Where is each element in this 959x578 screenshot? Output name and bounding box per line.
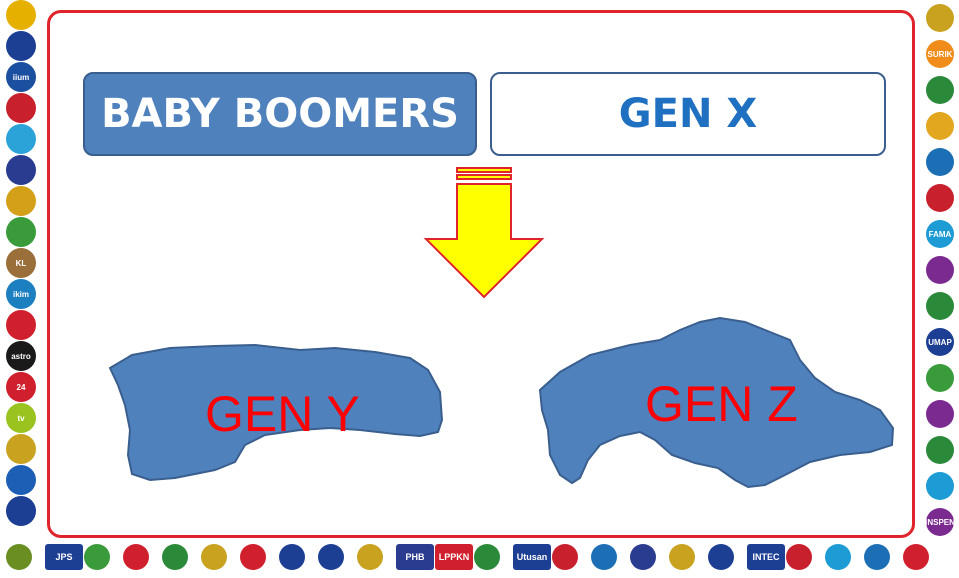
badge-logo — [926, 400, 954, 428]
mapim-logo — [926, 184, 954, 212]
lhdn-logo — [708, 544, 734, 570]
shield-bottom-logo — [669, 544, 695, 570]
putra-logo — [552, 544, 578, 570]
gold-logo — [6, 434, 36, 464]
leaf-logo — [6, 217, 36, 247]
phb-logo: PHB — [396, 544, 434, 570]
fama-logo: FAMA — [926, 220, 954, 248]
right-logo-strip: SURIK FAMA UMAP INSPEN — [922, 0, 958, 550]
shield-logo — [6, 124, 36, 154]
tv3-logo — [6, 465, 36, 495]
crest-icon — [6, 0, 36, 30]
pinky-logo — [123, 544, 149, 570]
round-crest-icon — [926, 76, 954, 104]
tv-alhijrah-logo — [6, 310, 36, 340]
police-logo — [318, 544, 344, 570]
umap-logo: UMAP — [926, 328, 954, 356]
gold-square-logo — [926, 112, 954, 140]
green-round-logo — [926, 436, 954, 464]
gen-x-box: GEN X — [490, 72, 886, 156]
seal-logo — [279, 544, 305, 570]
army-logo — [357, 544, 383, 570]
green-logo — [6, 544, 32, 570]
news24-logo: 24 — [6, 372, 36, 402]
blue-circle-logo — [926, 148, 954, 176]
inspen-logo: INSPEN — [926, 508, 954, 536]
iium-logo: iium — [6, 62, 36, 92]
jps-logo: JPS — [45, 544, 83, 570]
script-logo — [825, 544, 851, 570]
blue-seal-icon — [6, 31, 36, 61]
purple-circle-logo — [926, 256, 954, 284]
utusan-logo: Utusan — [513, 544, 551, 570]
tabung-logo — [162, 544, 188, 570]
toyota-logo — [786, 544, 812, 570]
surik-logo: SURIK — [926, 40, 954, 68]
triangle-logo — [84, 544, 110, 570]
wave-logo — [864, 544, 890, 570]
ship-logo — [630, 544, 656, 570]
lppkn-logo: LPPKN — [435, 544, 473, 570]
red-banner-logo — [6, 93, 36, 123]
gen-z-label: GEN Z — [645, 376, 798, 432]
ntv-logo — [6, 496, 36, 526]
dbkl-logo — [240, 544, 266, 570]
astro-logo: astro — [6, 341, 36, 371]
intec-logo: INTEC — [747, 544, 785, 570]
diamond-logo — [926, 472, 954, 500]
green-seal-logo — [926, 292, 954, 320]
baby-boomers-label: BABY BOOMERS — [101, 91, 459, 137]
last-logo — [903, 544, 929, 570]
baby-boomers-box: BABY BOOMERS — [83, 72, 477, 156]
down-arrow-icon — [423, 167, 545, 299]
crest-bottom-logo — [474, 544, 500, 570]
gen-x-label: GEN X — [618, 91, 758, 137]
ikim-logo: ikim — [6, 279, 36, 309]
gold-seal-icon — [926, 4, 954, 32]
coat-of-arms-icon — [6, 186, 36, 216]
earth-logo — [926, 364, 954, 392]
tv9-logo: tv — [6, 403, 36, 433]
gen-y-label: GEN Y — [205, 386, 360, 442]
stripes-logo — [6, 155, 36, 185]
klmuc-logo: KL — [6, 248, 36, 278]
round-bottom-logo — [591, 544, 617, 570]
jabatan-logo — [201, 544, 227, 570]
